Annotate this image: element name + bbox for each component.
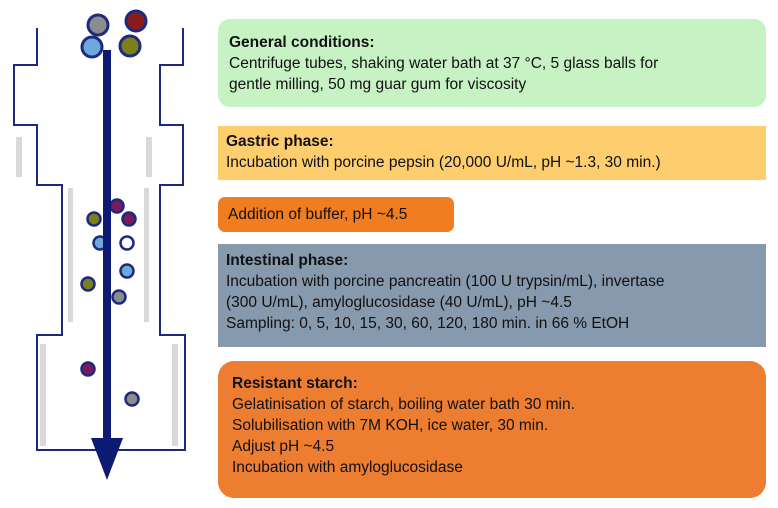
glass-ball — [121, 211, 137, 227]
resistant-starch-box: Resistant starch: Gelatinisation of star… — [218, 361, 766, 498]
gastric-phase-box: Gastric phase: Incubation with porcine p… — [218, 126, 766, 180]
resistant-starch-title: Resistant starch: — [232, 375, 358, 392]
glass-ball — [124, 391, 140, 407]
intestinal-phase-title: Intestinal phase: — [226, 252, 349, 269]
glass-ball — [109, 198, 125, 214]
glass-ball — [119, 235, 135, 251]
glass-ball — [80, 35, 104, 59]
buffer-addition-label: Addition of buffer, pH ~4.5 — [228, 206, 408, 223]
glass-ball — [86, 13, 110, 37]
general-conditions-box: General conditions: Centrifuge tubes, sh… — [218, 19, 766, 107]
resistant-starch-line: Gelatinisation of starch, boiling water … — [232, 396, 575, 413]
down-arrow-icon — [91, 50, 123, 480]
intestinal-phase-line: (300 U/mL), amyloglucosidase (40 U/mL), … — [226, 294, 572, 311]
centrifuge-tube-diagram — [13, 9, 186, 480]
tube-shading — [16, 137, 178, 446]
glass-ball — [119, 263, 135, 279]
buffer-addition-box: Addition of buffer, pH ~4.5 — [218, 197, 454, 232]
intestinal-phase-box: Intestinal phase: Incubation with porcin… — [218, 244, 766, 347]
general-conditions-title: General conditions: — [229, 34, 375, 51]
resistant-starch-line: Solubilisation with 7M KOH, ice water, 3… — [232, 417, 549, 434]
glass-ball — [86, 211, 102, 227]
glass-balls — [80, 9, 148, 407]
general-conditions-line: Centrifuge tubes, shaking water bath at … — [229, 55, 659, 72]
gastric-phase-title: Gastric phase: — [226, 133, 334, 150]
glass-ball — [80, 276, 96, 292]
intestinal-phase-line: Incubation with porcine pancreatin (100 … — [226, 273, 665, 290]
intestinal-phase-line: Sampling: 0, 5, 10, 15, 30, 60, 120, 180… — [226, 315, 630, 332]
glass-ball — [118, 34, 142, 58]
resistant-starch-line: Adjust pH ~4.5 — [232, 438, 335, 455]
glass-ball — [111, 289, 127, 305]
gastric-phase-line: Incubation with porcine pepsin (20,000 U… — [226, 154, 661, 171]
glass-ball — [124, 9, 148, 33]
general-conditions-line: gentle milling, 50 mg guar gum for visco… — [229, 76, 527, 93]
resistant-starch-line: Incubation with amyloglucosidase — [232, 459, 463, 476]
glass-ball — [80, 361, 96, 377]
